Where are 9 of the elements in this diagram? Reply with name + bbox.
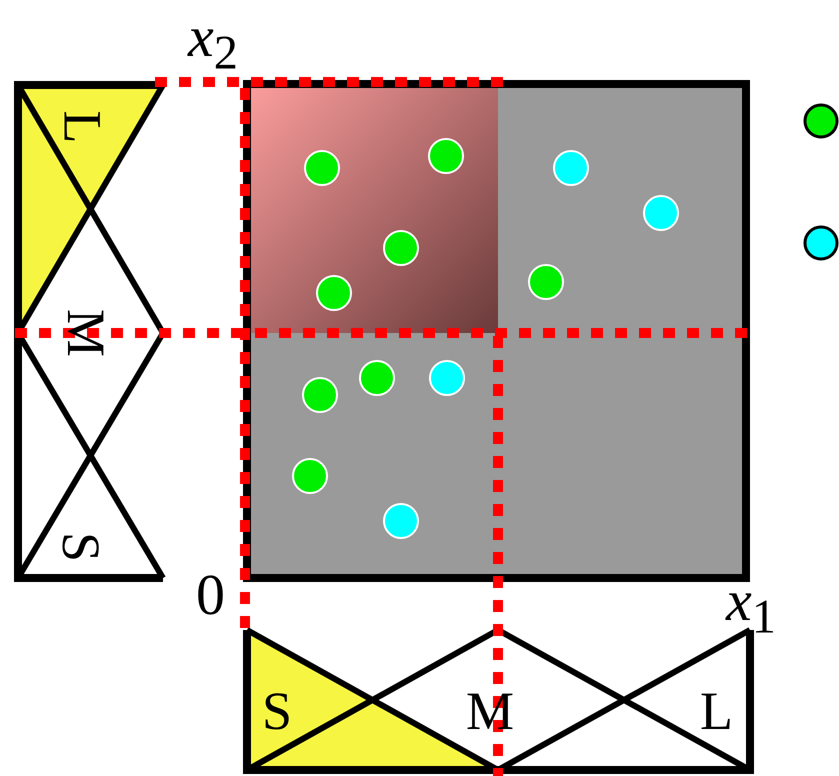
fuzzy-set-label: L [700, 684, 733, 738]
axis-origin-label: 0 [196, 566, 225, 624]
axis-label: x$_{1}$ [726, 572, 776, 642]
fuzzy-set-label: M [466, 684, 514, 738]
fuzzy-set-label: L [56, 110, 110, 144]
fuzzy-set-label: S [54, 532, 108, 562]
fuzzy-set-label: M [59, 309, 113, 357]
fuzzy-set-label: S [262, 684, 292, 738]
axis-label: x$_{2}$ [188, 8, 238, 78]
